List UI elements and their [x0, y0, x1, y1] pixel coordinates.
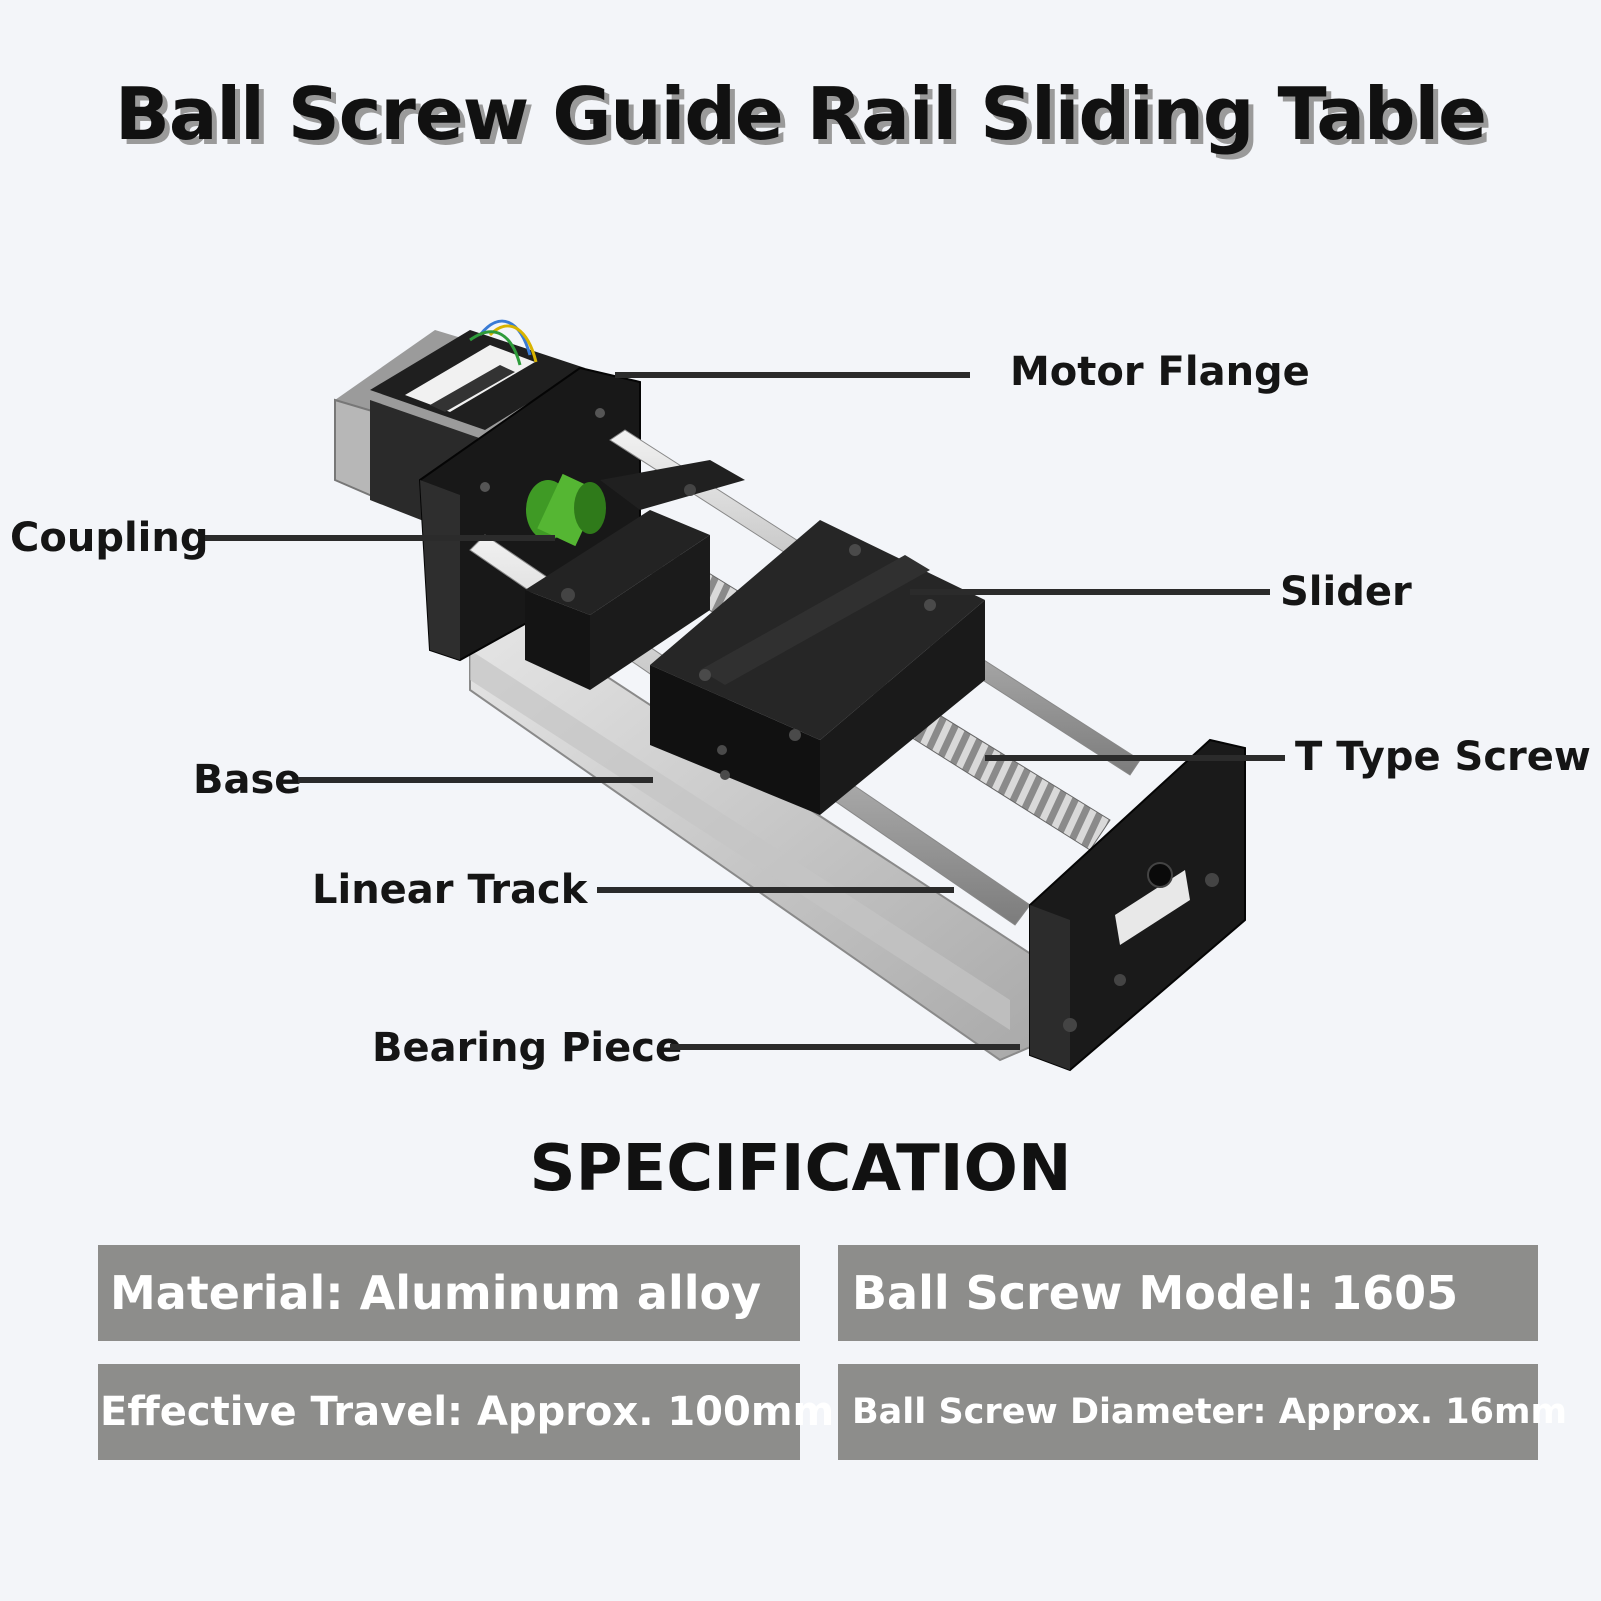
leader-base — [298, 777, 653, 783]
spec-travel-text: Effective Travel: Approx. 100mm — [100, 1389, 835, 1435]
spec-model: Ball Screw Model: 1605 — [838, 1245, 1538, 1341]
slider-carriage — [650, 520, 985, 815]
callout-motor-flange: Motor Flange — [1010, 349, 1310, 395]
green-coupling — [526, 473, 606, 547]
callout-base: Base — [193, 757, 302, 803]
end-bearing-plate — [1029, 738, 1246, 1072]
spec-diameter: Ball Screw Diameter: Approx. 16mm — [838, 1364, 1567, 1460]
spec-diameter-text: Ball Screw Diameter: Approx. 16mm — [852, 1392, 1567, 1432]
spec-heading: SPECIFICATION — [529, 1132, 1072, 1206]
leader-t-type-screw — [985, 755, 1285, 761]
spec-travel: Effective Travel: Approx. 100mm — [98, 1364, 834, 1460]
leader-bearing-piece — [670, 1044, 1020, 1050]
spec-model-text: Ball Screw Model: 1605 — [852, 1266, 1459, 1320]
leader-slider — [910, 589, 1270, 595]
callout-linear-track: Linear Track — [312, 867, 588, 913]
callout-coupling: Coupling — [10, 515, 209, 561]
bearing-block-rear — [525, 460, 745, 690]
callout-bearing-piece: Bearing Piece — [372, 1025, 683, 1071]
callout-t-type-screw: T Type Screw — [1295, 734, 1591, 780]
leader-coupling — [205, 535, 555, 541]
spec-material-text: Material: Aluminum alloy — [110, 1266, 762, 1320]
callout-slider: Slider — [1280, 569, 1412, 615]
leader-linear-track — [597, 887, 954, 893]
stepper-motor — [334, 319, 600, 562]
page-title: Ball Screw Guide Rail Sliding Table — [114, 72, 1487, 156]
spec-material: Material: Aluminum alloy — [98, 1245, 800, 1341]
leader-motor-flange — [615, 372, 970, 378]
